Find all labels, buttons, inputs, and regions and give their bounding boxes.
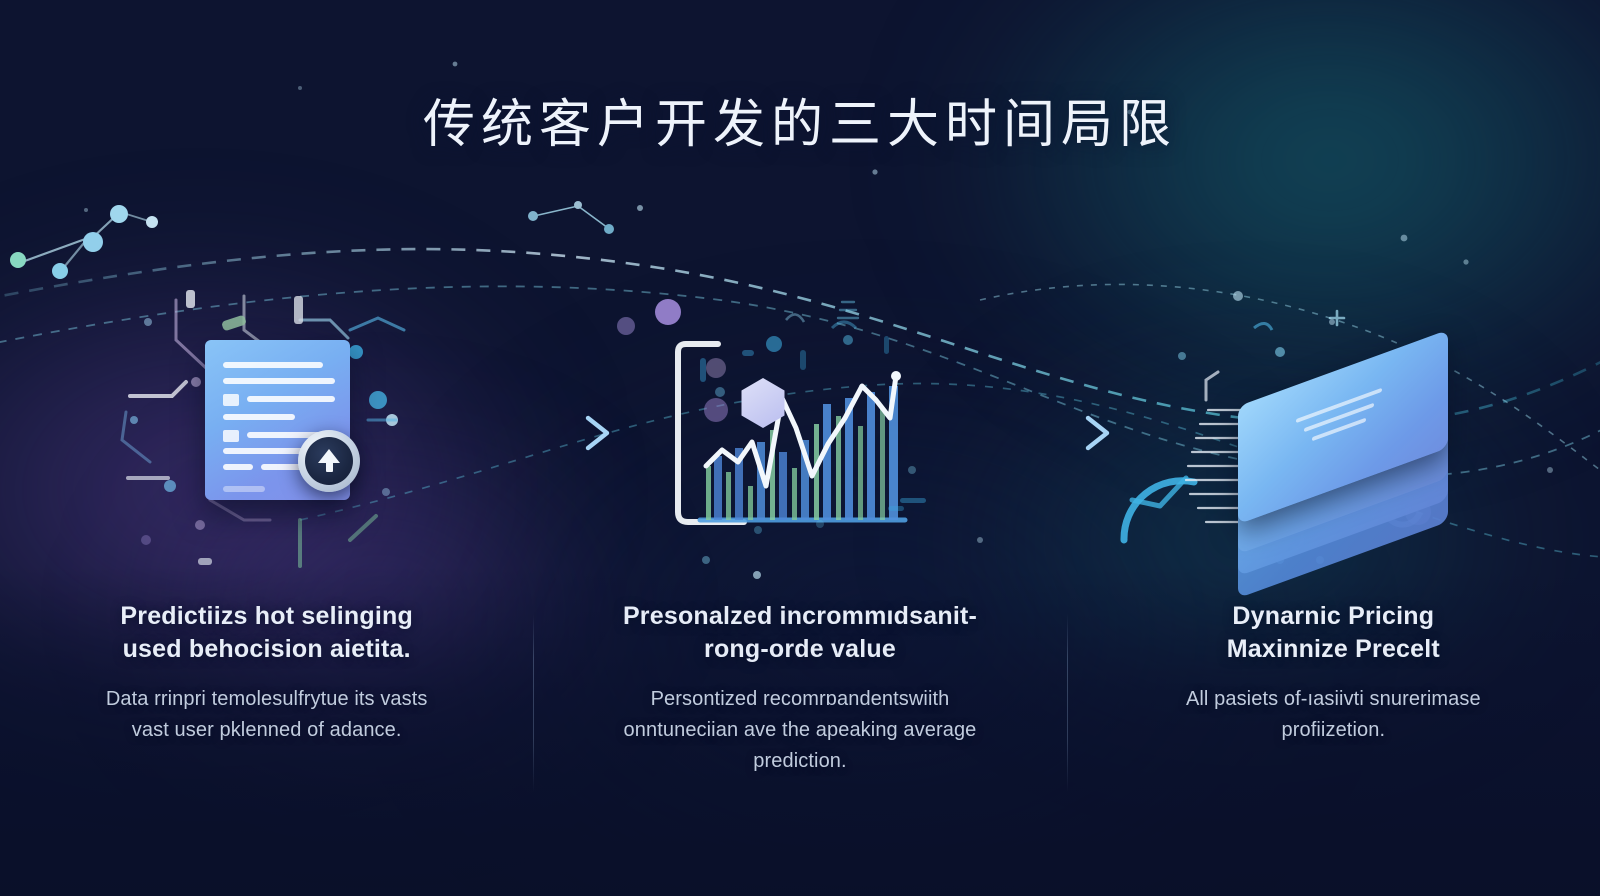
- feature-heading-1: Predictiizs hot selinging used behocisio…: [34, 600, 499, 666]
- feature-body-3-line2: profiizetion.: [1281, 719, 1386, 741]
- growth-chart-illustration: [660, 320, 950, 560]
- page-title: 传统客户开发的三大时间局限: [422, 96, 1177, 154]
- feature-column-3: Dynarnic Pricing Maxinnize Precelt All p…: [1066, 600, 1600, 792]
- feature-column-1: Predictiizs hot selinging used behocisio…: [0, 600, 533, 777]
- layered-stack-illustration: [1120, 329, 1460, 599]
- feature-body-1: Data rrinpri temolesulfrytue its vasts v…: [34, 684, 499, 746]
- hexagon-node-icon: [741, 378, 785, 428]
- feature-heading-3: Dynarnic Pricing Maxinnize Precelt: [1101, 600, 1566, 666]
- document-upload-illustration: [120, 290, 440, 590]
- feature-heading-2-line2: rong-orde value: [704, 635, 896, 663]
- feature-heading-1-line1: Predictiizs hot selinging: [120, 602, 413, 630]
- feature-body-2-line2: onntuneciian ave the apeaking average: [623, 719, 977, 741]
- arrow-2-connector: [959, 415, 1110, 451]
- upload-arrow-badge: [298, 430, 360, 492]
- feature-body-1-line1: Data rrinpri temolesulfrytue its vasts: [105, 688, 428, 710]
- feature-heading-1-line2: used behocision aietita.: [122, 635, 411, 663]
- feature-body-3-line1: All pasiets of-ıasiivti snurerimase: [1185, 688, 1481, 710]
- feature-heading-2: Presonalzed incrommıdsanit- rong-orde va…: [567, 600, 1032, 666]
- feature-body-2: Persontized recomrɒandentswiith onntunec…: [567, 684, 1032, 777]
- feature-columns: Predictiizs hot selinging used behocisio…: [0, 600, 1600, 792]
- feature-heading-2-line1: Presonalzed incrommıdsanit-: [622, 602, 978, 630]
- arrow-1-connector: [453, 415, 610, 451]
- feature-body-3: All pasiets of-ıasiivti snurerimase prof…: [1101, 684, 1566, 746]
- feature-heading-3-line1: Dynarnic Pricing: [1232, 602, 1435, 630]
- feature-heading-3-line2: Maxinnize Precelt: [1226, 635, 1440, 663]
- feature-column-2: Presonalzed incrommıdsanit- rong-orde va…: [533, 600, 1066, 792]
- feature-body-2-line1: Persontized recomrɒandentswiith: [650, 688, 950, 710]
- feature-body-2-line3: prediction.: [753, 750, 847, 772]
- feature-body-1-line2: vast user pklenned of adance.: [131, 719, 402, 741]
